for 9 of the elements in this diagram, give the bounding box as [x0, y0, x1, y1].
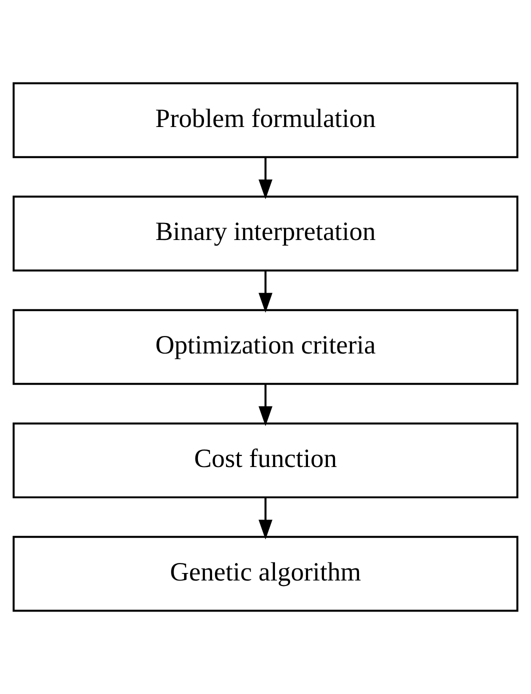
node-box: Cost function: [12, 422, 518, 498]
arrow: [258, 384, 272, 426]
arrow: [258, 497, 272, 540]
node-box: Genetic algorithm: [12, 536, 518, 612]
arrow: [258, 157, 272, 200]
node-box: Binary interpretation: [12, 196, 518, 272]
arrow: [258, 270, 272, 313]
node-box: Problem formulation: [12, 82, 518, 158]
node-box: Optimization criteria: [12, 309, 518, 385]
